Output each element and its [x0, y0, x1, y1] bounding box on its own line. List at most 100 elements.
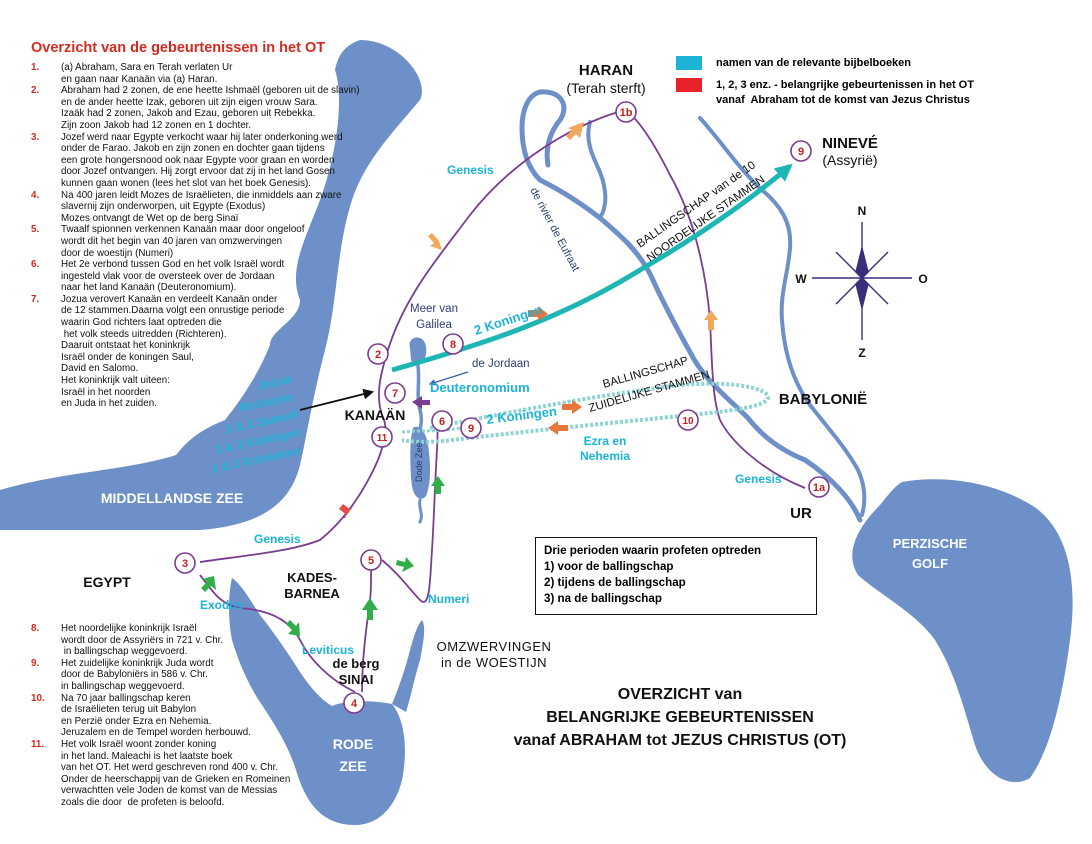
label-kades-2: BARNEA: [284, 586, 340, 601]
overview-item-text: Het noordelijke koninkrijk Israël wordt …: [61, 623, 224, 658]
route-ur-haran: [627, 111, 806, 489]
prophet-periods-box: Drie perioden waarin profeten optreden 1…: [535, 537, 817, 615]
map-title-line-1: OVERZICHT van: [617, 686, 743, 703]
book-deuteronomium: Deuteronomium: [430, 380, 530, 395]
overview-item-text: Het zuidelijke koninkrijk Juda wordt doo…: [61, 657, 214, 692]
label-nineve-sub: (Assyrië): [822, 152, 877, 168]
dead-sea-outflow: [418, 498, 423, 524]
marker-label-2: 2: [375, 349, 381, 361]
overview-item: 3. Jozef werd naar Egypte verkocht waar h…: [31, 132, 359, 190]
marker-3: [174, 552, 196, 574]
overview-panel: Overzicht van de gebeurtenissen in het O…: [31, 40, 359, 410]
book-ezra-2: Nehemia: [580, 449, 630, 463]
overview-item-text: Jozua verovert Kanaän en verdeelt Kanaän…: [61, 293, 285, 410]
overview-list-bottom: 8.Het noordelijke koninkrijk Israël word…: [31, 623, 290, 809]
overview-item-number: 2.: [31, 85, 40, 97]
label-gulf-2: GOLF: [912, 556, 948, 571]
marker-label-7: 7: [392, 388, 398, 400]
overview-item-text: Na 400 jaren leidt Mozes de Israëlieten,…: [61, 189, 342, 224]
sea-of-galilee: [409, 337, 427, 365]
periods-title: Drie perioden waarin profeten optreden: [544, 544, 762, 557]
arrow-ezra-return: [548, 421, 568, 435]
overview-item: 9. Het zuidelijke koninkrijk Juda wordt d…: [31, 658, 290, 693]
label-wilderness-1: OMZWERVINGEN: [437, 639, 552, 654]
book-genesis-egypt: Genesis: [254, 532, 301, 546]
label-med-sea: MIDDELLANDSE ZEE: [101, 490, 243, 506]
book-ezra-1: Ezra en: [584, 434, 627, 448]
overview-item-text: Na 70 jaar ballingschap keren de Israëli…: [61, 692, 251, 739]
route-kanaan-egypt: [199, 459, 379, 563]
route-exile-north: [391, 163, 793, 373]
jordaan-pointer: [428, 371, 469, 386]
period-3: 3) na de ballingschap: [544, 592, 662, 605]
overview-item: 1.(a) Abraham, Sara en Terah verlaten Ur…: [31, 62, 359, 85]
overview-item-number: 9.: [31, 657, 40, 669]
arrow-sinai-north: [362, 598, 378, 620]
marker-1b: [615, 101, 637, 123]
label-egypt: EGYPT: [83, 574, 131, 590]
label-red-sea-2: ZEE: [339, 758, 366, 774]
marker-5: [360, 549, 382, 571]
overview-item: 5.Twaalf spionnen verkennen Kanaän maar …: [31, 224, 359, 259]
overview-item: 2. Abraham had 2 zonen, de ene heette Ish…: [31, 85, 359, 131]
label-meer-1: Meer van: [410, 303, 458, 315]
label-kanaan: KANAÄN: [345, 407, 406, 423]
legend-events: 1, 2, 3 enz. - belangrijke gebeurtenisse…: [676, 78, 974, 108]
marker-label-8: 8: [450, 339, 456, 351]
euphrates-upper: [586, 120, 608, 220]
marker-label-9: 9: [468, 423, 474, 435]
marker-10: [677, 409, 699, 431]
marker-9: [460, 417, 482, 439]
compass-west: W: [795, 272, 807, 286]
marker-label-3: 3: [182, 558, 188, 570]
book-genesis-ur: Genesis: [735, 472, 782, 486]
legend-events-label: 1, 2, 3 enz. - belangrijke gebeurtenisse…: [716, 79, 974, 106]
dead-sea: [410, 426, 431, 499]
kanaan-pointer-arrow: [299, 388, 375, 411]
arrow-haran-south: [566, 122, 584, 140]
marker-label-9-nineve: 9: [798, 146, 804, 158]
book-leviticus: Leviticus: [302, 643, 354, 657]
arrow-deut-west: [412, 396, 430, 409]
overview-item: 11.Het volk Israël woont zonder koning i…: [31, 739, 290, 809]
arrow-egypt-south: [339, 504, 353, 518]
overview-item: 4.Na 400 jaren leidt Mozes de Israëliete…: [31, 190, 359, 225]
arrow-numeri-north: [431, 476, 445, 494]
overview-item: 10.Na 70 jaar ballingschap keren de Isra…: [31, 693, 290, 739]
marker-6: [431, 410, 453, 432]
book-koningen-south: 2 Koningen: [486, 403, 558, 427]
book-numeri: Numeri: [428, 592, 469, 606]
compass-east: O: [918, 272, 927, 286]
label-sinai-2: SINAI: [339, 672, 374, 687]
marker-label-10: 10: [682, 416, 694, 427]
marker-label-1a: 1a: [813, 482, 826, 494]
marker-label-11: 11: [377, 433, 388, 444]
label-exile-north-2: NOORDELIJKE STAMMEN: [645, 174, 767, 265]
label-dodezee: Dode Zee: [414, 442, 424, 482]
marker-label-1b: 1b: [620, 107, 633, 119]
overview-item: 6.Het 2e verbond tussen God en het volk …: [31, 259, 359, 294]
legend-swatch-books: [676, 56, 702, 70]
route-haran-kanaan: [377, 111, 619, 461]
label-gulf-1: PERZISCHE: [893, 536, 968, 551]
label-nineve: NINEVÉ: [822, 135, 878, 152]
overview-item-number: 3.: [31, 131, 40, 143]
overview-item-text: Jozef werd naar Egypte verkocht waar hij…: [61, 131, 343, 189]
arrow-kades-east: [396, 557, 414, 572]
legend-books-label: namen van de relevante bijbelboeken: [716, 57, 912, 69]
overview-title: Overzicht van de gebeurtenissen in het O…: [31, 40, 326, 56]
mediterranean-sea: [0, 40, 422, 530]
marker-label-6: 6: [439, 416, 445, 428]
overview-item-text: Het 2e verbond tussen God en het volk Is…: [61, 259, 285, 294]
marker-label-4: 4: [351, 698, 358, 710]
label-red-sea-1: RODE: [333, 736, 373, 752]
arrow-genesis-west: [428, 233, 442, 250]
event-markers: [174, 101, 830, 714]
overview-item-number: 5.: [31, 224, 40, 236]
overview-item-text: Abraham had 2 zonen, de ene heette Ishma…: [61, 85, 360, 131]
compass-rose: [812, 222, 912, 340]
overview-item-number: 11.: [31, 738, 45, 750]
map-title: OVERZICHT van BELANGRIJKE GEBEURTENISSEN…: [480, 683, 880, 752]
marker-2: [367, 343, 389, 365]
label-haran-sub: (Terah sterft): [566, 80, 645, 96]
